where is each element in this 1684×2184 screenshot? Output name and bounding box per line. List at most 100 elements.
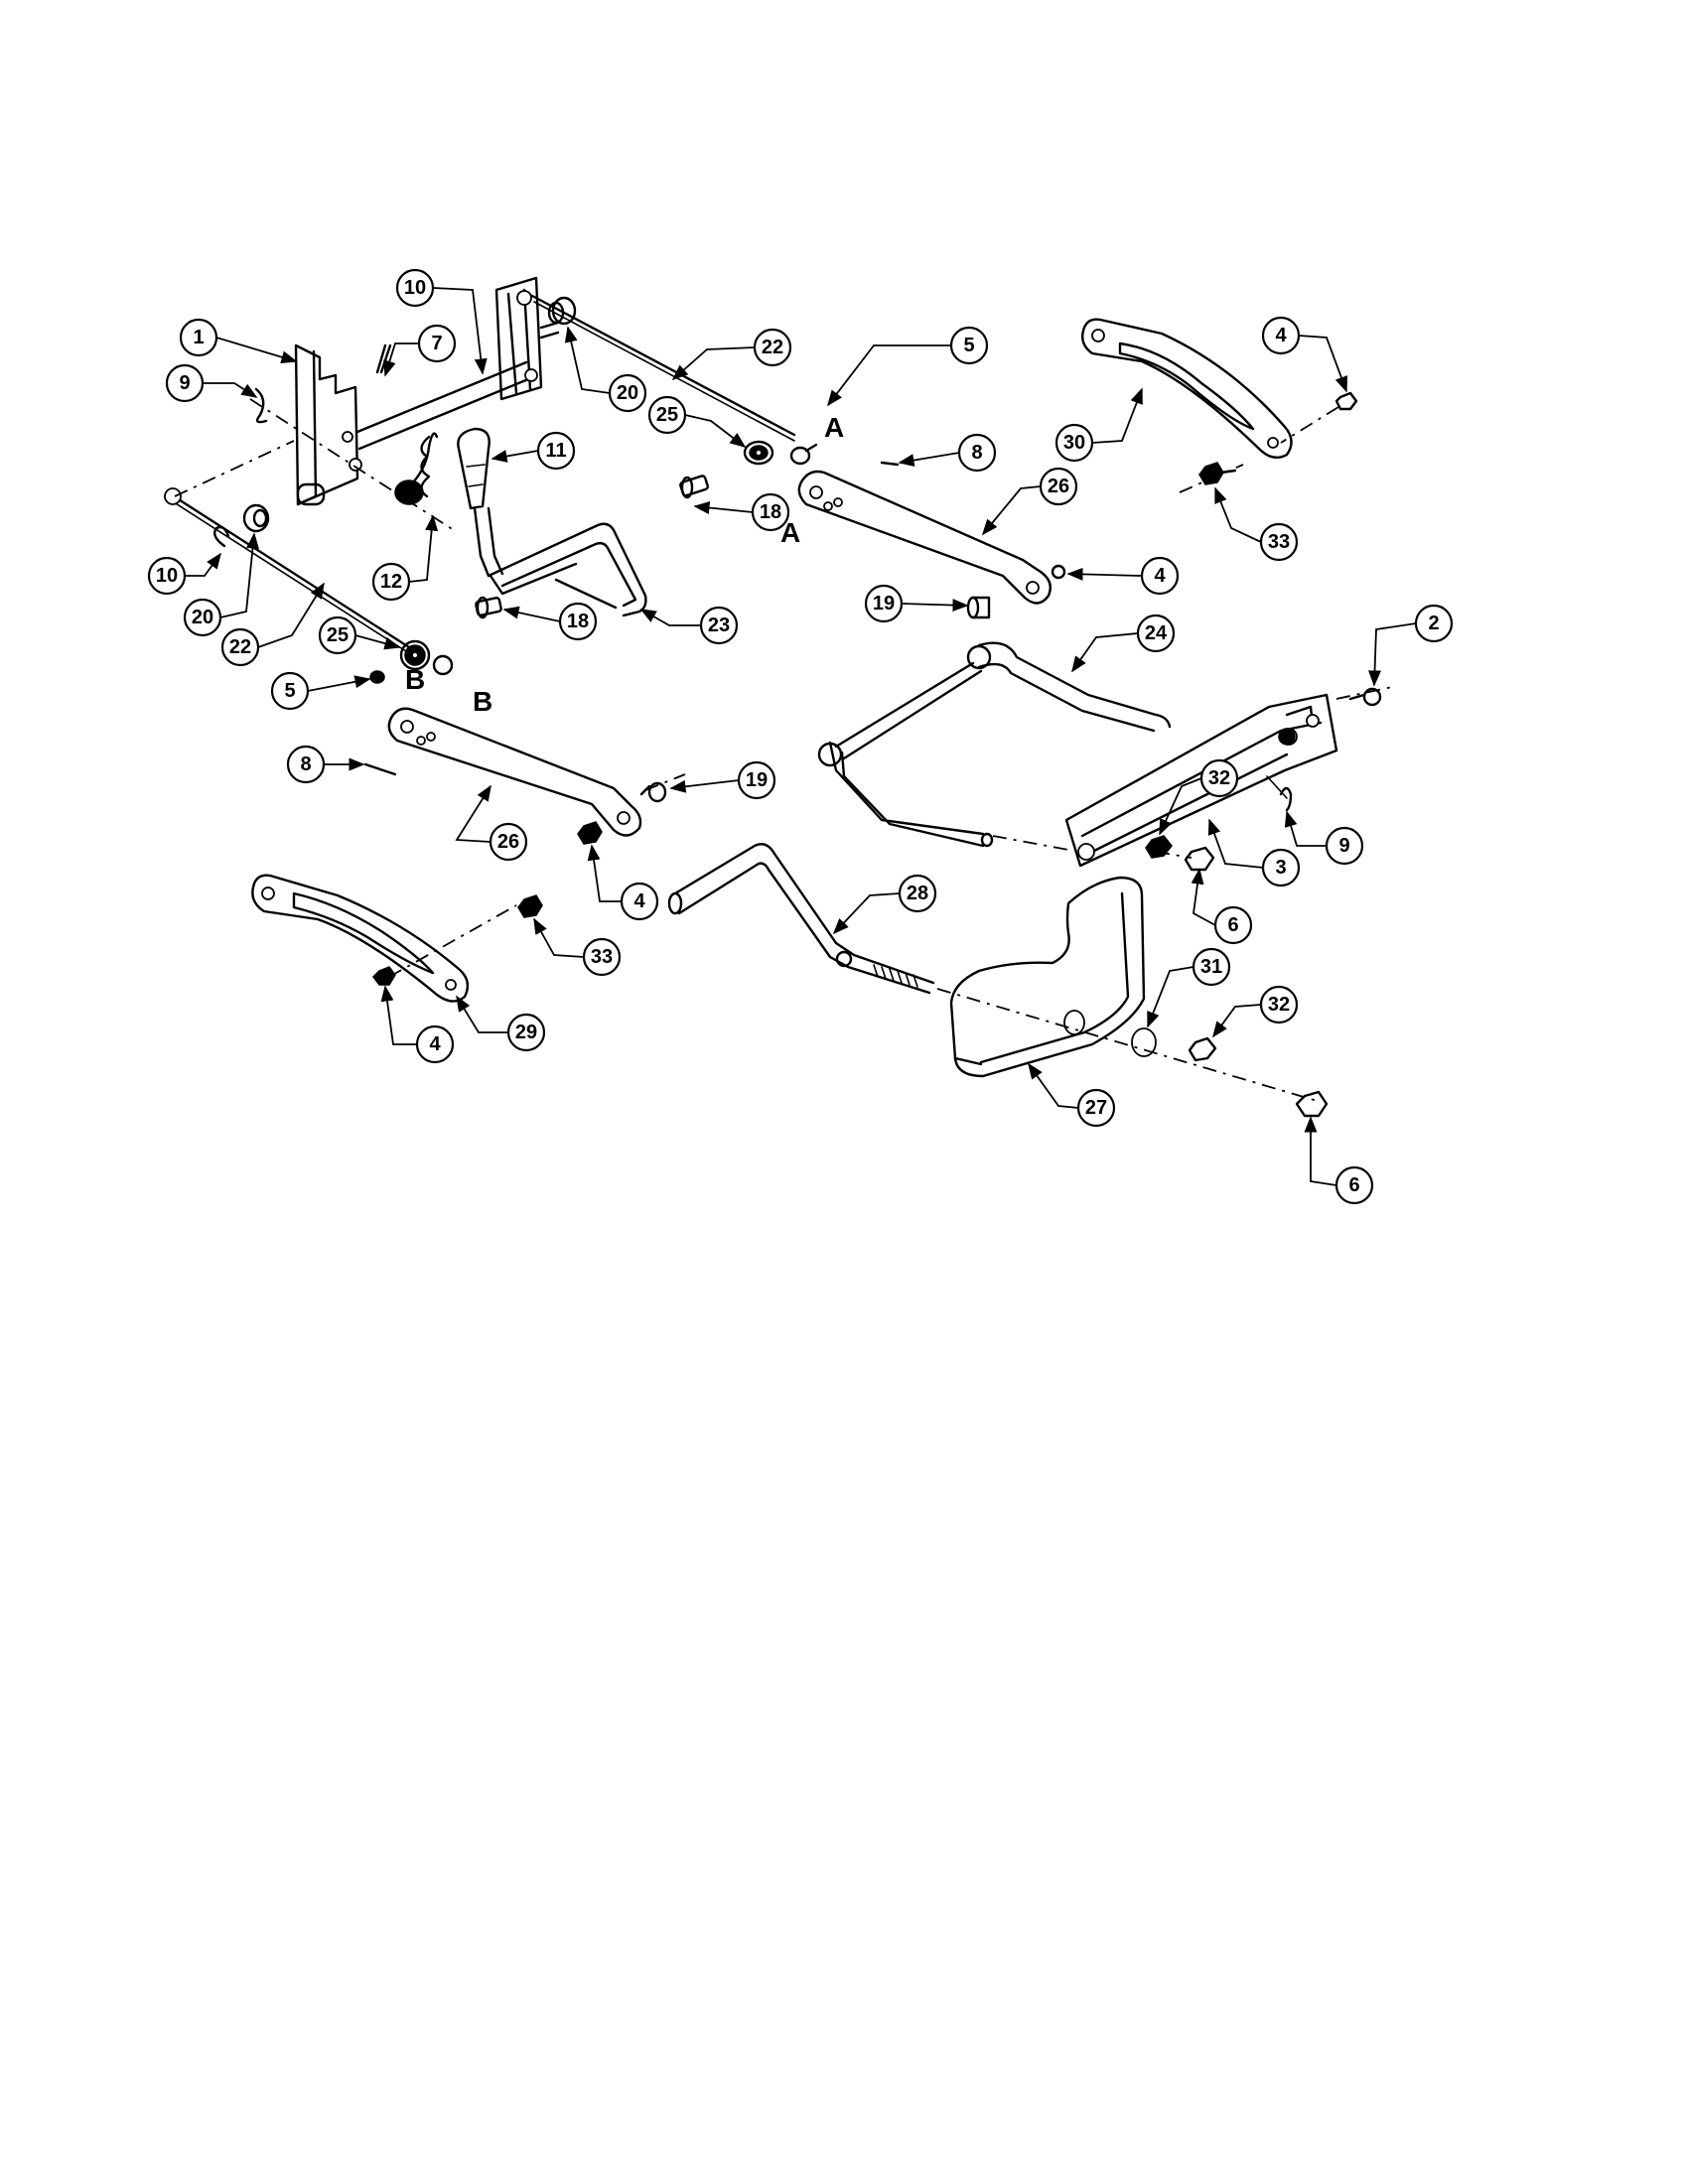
callout-22-top-label: 22 [762, 337, 783, 358]
callout-5-top-label: 5 [963, 335, 974, 356]
torsion-spring [394, 432, 439, 505]
hex-bolt-left [517, 894, 543, 918]
callout-12: 12 [371, 514, 439, 602]
callout-18-left: 18 [502, 602, 598, 641]
callout-4-bottom-left: 4 [380, 985, 455, 1064]
e-clip-left [213, 525, 230, 548]
callout-5-bottom: 5 [270, 671, 371, 711]
clevis-pin-left [475, 596, 502, 619]
part-drawings [164, 276, 1382, 1118]
callout-6-right: 6 [1191, 868, 1253, 945]
callout-20-top-label: 20 [617, 382, 638, 404]
callout-2: 2 [1368, 604, 1454, 687]
callout-8-right-label: 8 [971, 442, 982, 464]
callout-4-top-right-label: 4 [1275, 325, 1287, 346]
callout-25-left-label: 25 [327, 624, 349, 646]
shoulder-bolt-left [639, 781, 667, 803]
hex-nut-bottom [1295, 1090, 1329, 1118]
callout-20-left: 20 [183, 532, 259, 637]
callout-8-left: 8 [286, 745, 365, 784]
spring-top [743, 440, 818, 466]
callout-22-left: 22 [220, 582, 325, 667]
rod-end-left [164, 487, 182, 505]
callout-4-top-right: 4 [1261, 316, 1348, 393]
lift-arm-right [1081, 318, 1293, 460]
callout-32-bottom: 32 [1212, 985, 1299, 1038]
callout-27: 27 [1028, 1062, 1116, 1128]
cotter-pin-right [880, 461, 900, 467]
callout-4-mid-right: 4 [1066, 556, 1180, 596]
callout-10-top: 10 [395, 268, 488, 375]
callout-33-right: 33 [1214, 486, 1299, 562]
hairpin-clip-right [1279, 786, 1293, 812]
callout-20-top: 20 [564, 326, 647, 413]
shoulder-bolt-right [966, 596, 991, 619]
front-axle-rod [817, 641, 1172, 848]
callout-26-left: 26 [455, 784, 528, 862]
callout-22-top: 22 [671, 328, 792, 381]
callout-32-right-label: 32 [1208, 767, 1230, 789]
callout-19-right-label: 19 [873, 593, 895, 614]
callout-27-label: 27 [1085, 1097, 1107, 1119]
letter-markers: A A B B [405, 412, 844, 717]
callout-7-label: 7 [431, 333, 442, 354]
callout-9-right: 9 [1284, 810, 1364, 866]
main-bracket [1064, 693, 1338, 868]
callout-28-label: 28 [907, 883, 928, 904]
callout-25-left: 25 [318, 615, 401, 655]
lift-link-b [387, 707, 642, 837]
callout-3-label: 3 [1275, 857, 1286, 879]
centerlines [174, 398, 1393, 1103]
lift-rod-top [530, 294, 796, 437]
callout-30: 30 [1054, 387, 1143, 463]
letter-b-link: B [473, 686, 492, 717]
nut-bracket [1145, 835, 1173, 859]
spring-left [399, 639, 454, 676]
callout-2-label: 2 [1428, 613, 1439, 634]
bushing-left [242, 503, 270, 533]
lift-link-a [797, 470, 1052, 605]
callout-6-bottom: 6 [1304, 1116, 1374, 1205]
callout-23: 23 [639, 606, 739, 645]
callout-26-right-label: 26 [1048, 476, 1069, 497]
callout-18-top-label: 18 [760, 501, 781, 523]
callout-24: 24 [1071, 614, 1176, 673]
callout-26-left-label: 26 [497, 831, 519, 853]
cotter-pin-left [363, 762, 397, 776]
callout-31-label: 31 [1200, 956, 1222, 978]
hex-nut-top-right [1334, 391, 1358, 411]
callout-29: 29 [456, 995, 546, 1052]
hex-nut-bracket [1184, 846, 1215, 872]
callout-29-label: 29 [515, 1022, 537, 1043]
callout-9-left: 9 [165, 363, 258, 403]
callout-10-left: 10 [147, 552, 221, 596]
callout-20-left-label: 20 [192, 607, 213, 628]
letter-a-link: A [780, 517, 800, 548]
callout-4-mid-left-label: 4 [633, 890, 645, 912]
callout-24-label: 24 [1145, 622, 1168, 644]
callout-31: 31 [1147, 947, 1231, 1028]
hex-bolt-right [1198, 462, 1237, 485]
callout-23-label: 23 [708, 614, 730, 636]
callout-19-left: 19 [669, 760, 776, 800]
lift-rod-left-inner [170, 499, 410, 654]
callout-1: 1 [179, 318, 298, 364]
callout-7: 7 [383, 324, 457, 377]
callout-18-left-label: 18 [567, 611, 589, 632]
bolt-right-top [1348, 687, 1382, 707]
nut-left-link [577, 821, 603, 845]
flat-washer [1131, 1027, 1157, 1057]
deck-bracket-plate [949, 876, 1146, 1078]
lift-shaft [355, 276, 560, 451]
lift-rod-top-inner [533, 301, 795, 442]
callout-6-right-label: 6 [1227, 914, 1238, 936]
lift-bracket-plate [294, 343, 362, 506]
callout-33-right-label: 33 [1268, 531, 1290, 553]
callout-25-top: 25 [647, 395, 747, 448]
callout-9-left-label: 9 [179, 372, 190, 394]
callout-19-right: 19 [864, 584, 969, 623]
callout-33-left: 33 [533, 917, 622, 977]
callout-33-left-label: 33 [591, 946, 613, 968]
callout-1-label: 1 [193, 327, 204, 348]
